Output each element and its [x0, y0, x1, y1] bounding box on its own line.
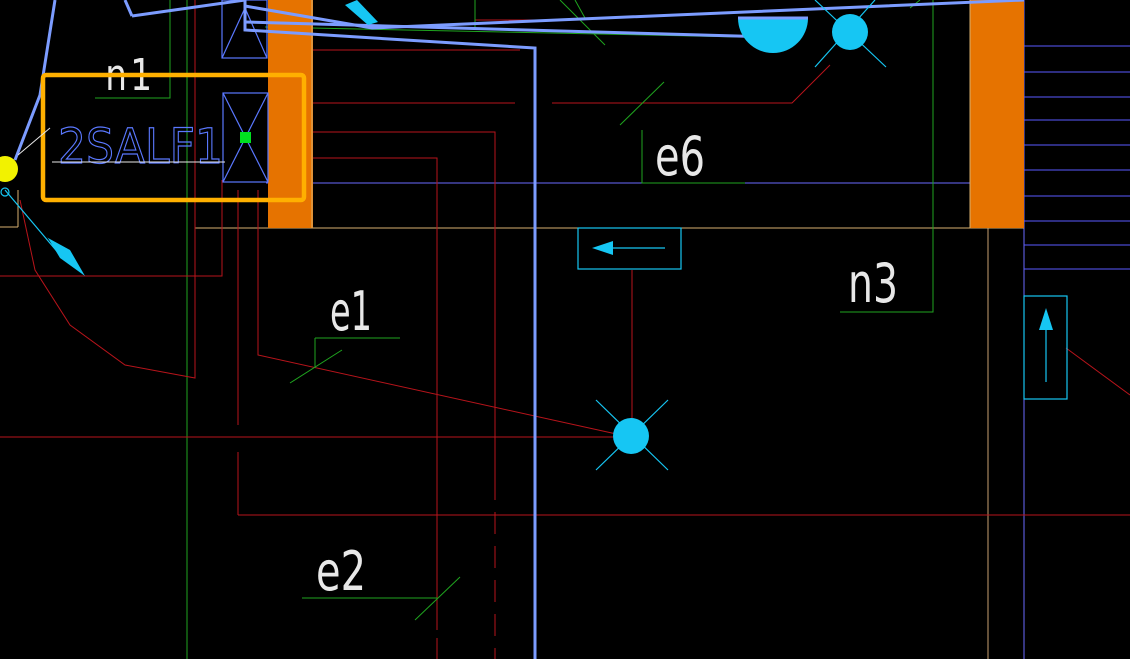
ceiling-light-icon-bottom[interactable]	[595, 399, 669, 471]
label-e6: e6	[655, 125, 705, 188]
red-dashed-wires	[436, 400, 496, 659]
label-e1: e1	[330, 280, 372, 343]
ceiling-light-icon-top[interactable]	[814, 0, 887, 68]
half-dome-fixture-icon[interactable]	[738, 18, 808, 53]
selection-highlight-box[interactable]	[40, 72, 307, 203]
label-e2: e2	[316, 540, 366, 603]
arrow-left-icon[interactable]	[577, 227, 682, 270]
device-label-2salf1[interactable]: 2SALF1	[57, 118, 223, 175]
cyan-arrow-top-mark	[345, 0, 378, 25]
green-leaders	[95, 0, 934, 621]
cyan-arrow-left-end	[0, 187, 85, 276]
orange-wall-right	[970, 0, 1024, 228]
arrow-up-icon[interactable]	[1023, 295, 1068, 400]
blue-polyline-wire[interactable]	[13, 0, 1025, 659]
label-n3: n3	[848, 252, 898, 315]
grip-point[interactable]	[240, 132, 251, 143]
yellow-node-marker[interactable]	[0, 156, 18, 182]
